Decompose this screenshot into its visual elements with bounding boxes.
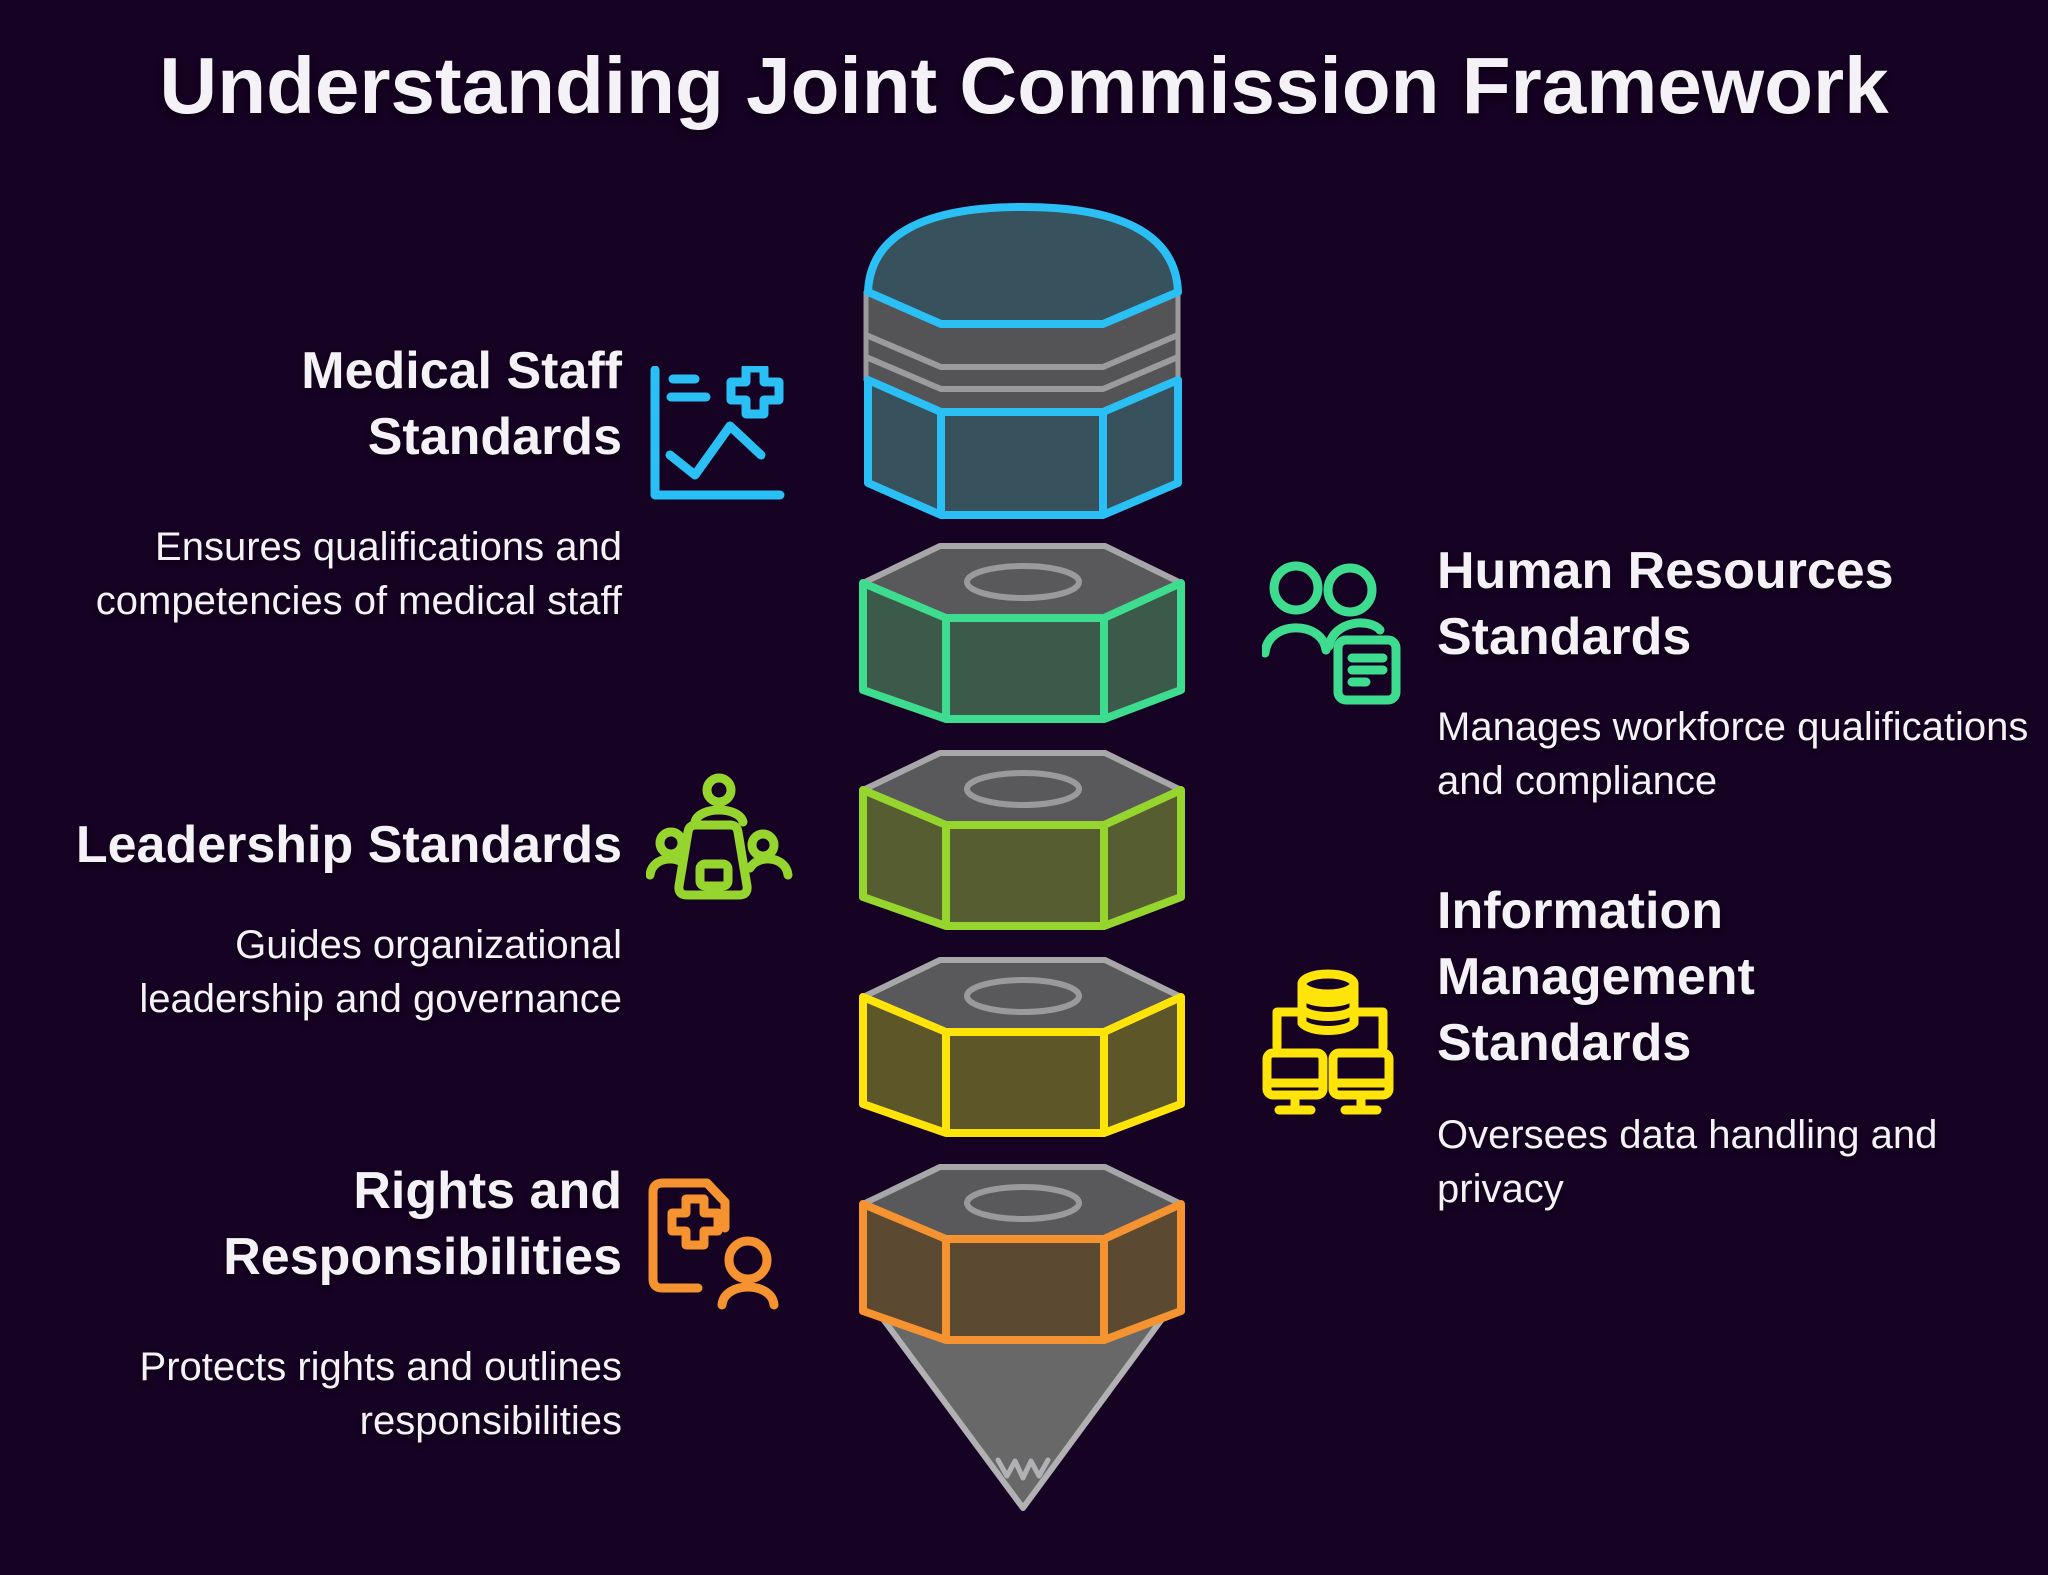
medical-staff-title: Medical Staff Standards bbox=[301, 342, 622, 466]
team-leadership-icon bbox=[646, 773, 793, 900]
rights-title: Rights and Responsibilities bbox=[223, 1162, 622, 1286]
nut-segment-green bbox=[863, 546, 1181, 719]
medical-staff-description: Ensures qualifications and competencies … bbox=[95, 525, 622, 623]
infographic-title: Understanding Joint Commission Framework bbox=[159, 41, 1889, 130]
eraser-cap-segment bbox=[863, 203, 1182, 519]
human-resources-description: Manages workforce qualifications and com… bbox=[1437, 705, 2029, 803]
database-monitors-icon bbox=[1262, 969, 1394, 1115]
nut-segment-yellow bbox=[863, 960, 1181, 1133]
nut-segment-lime bbox=[863, 753, 1181, 926]
information-management-title: Information Management Standards bbox=[1437, 882, 1755, 1072]
leadership-description: Guides organizational leadership and gov… bbox=[139, 923, 622, 1021]
rights-description: Protects rights and outlines responsibil… bbox=[139, 1345, 622, 1443]
information-management-description: Oversees data handling and privacy bbox=[1437, 1113, 1938, 1211]
people-roster-icon bbox=[1262, 561, 1401, 705]
human-resources-title: Human Resources Standards bbox=[1437, 542, 1894, 666]
line-chart-medical-icon bbox=[650, 366, 785, 500]
leadership-title: Leadership Standards bbox=[75, 816, 622, 874]
medical-document-person-icon bbox=[648, 1178, 779, 1310]
framework-pencil-graphic bbox=[850, 203, 1195, 1511]
nut-segment-orange bbox=[863, 1167, 1181, 1340]
